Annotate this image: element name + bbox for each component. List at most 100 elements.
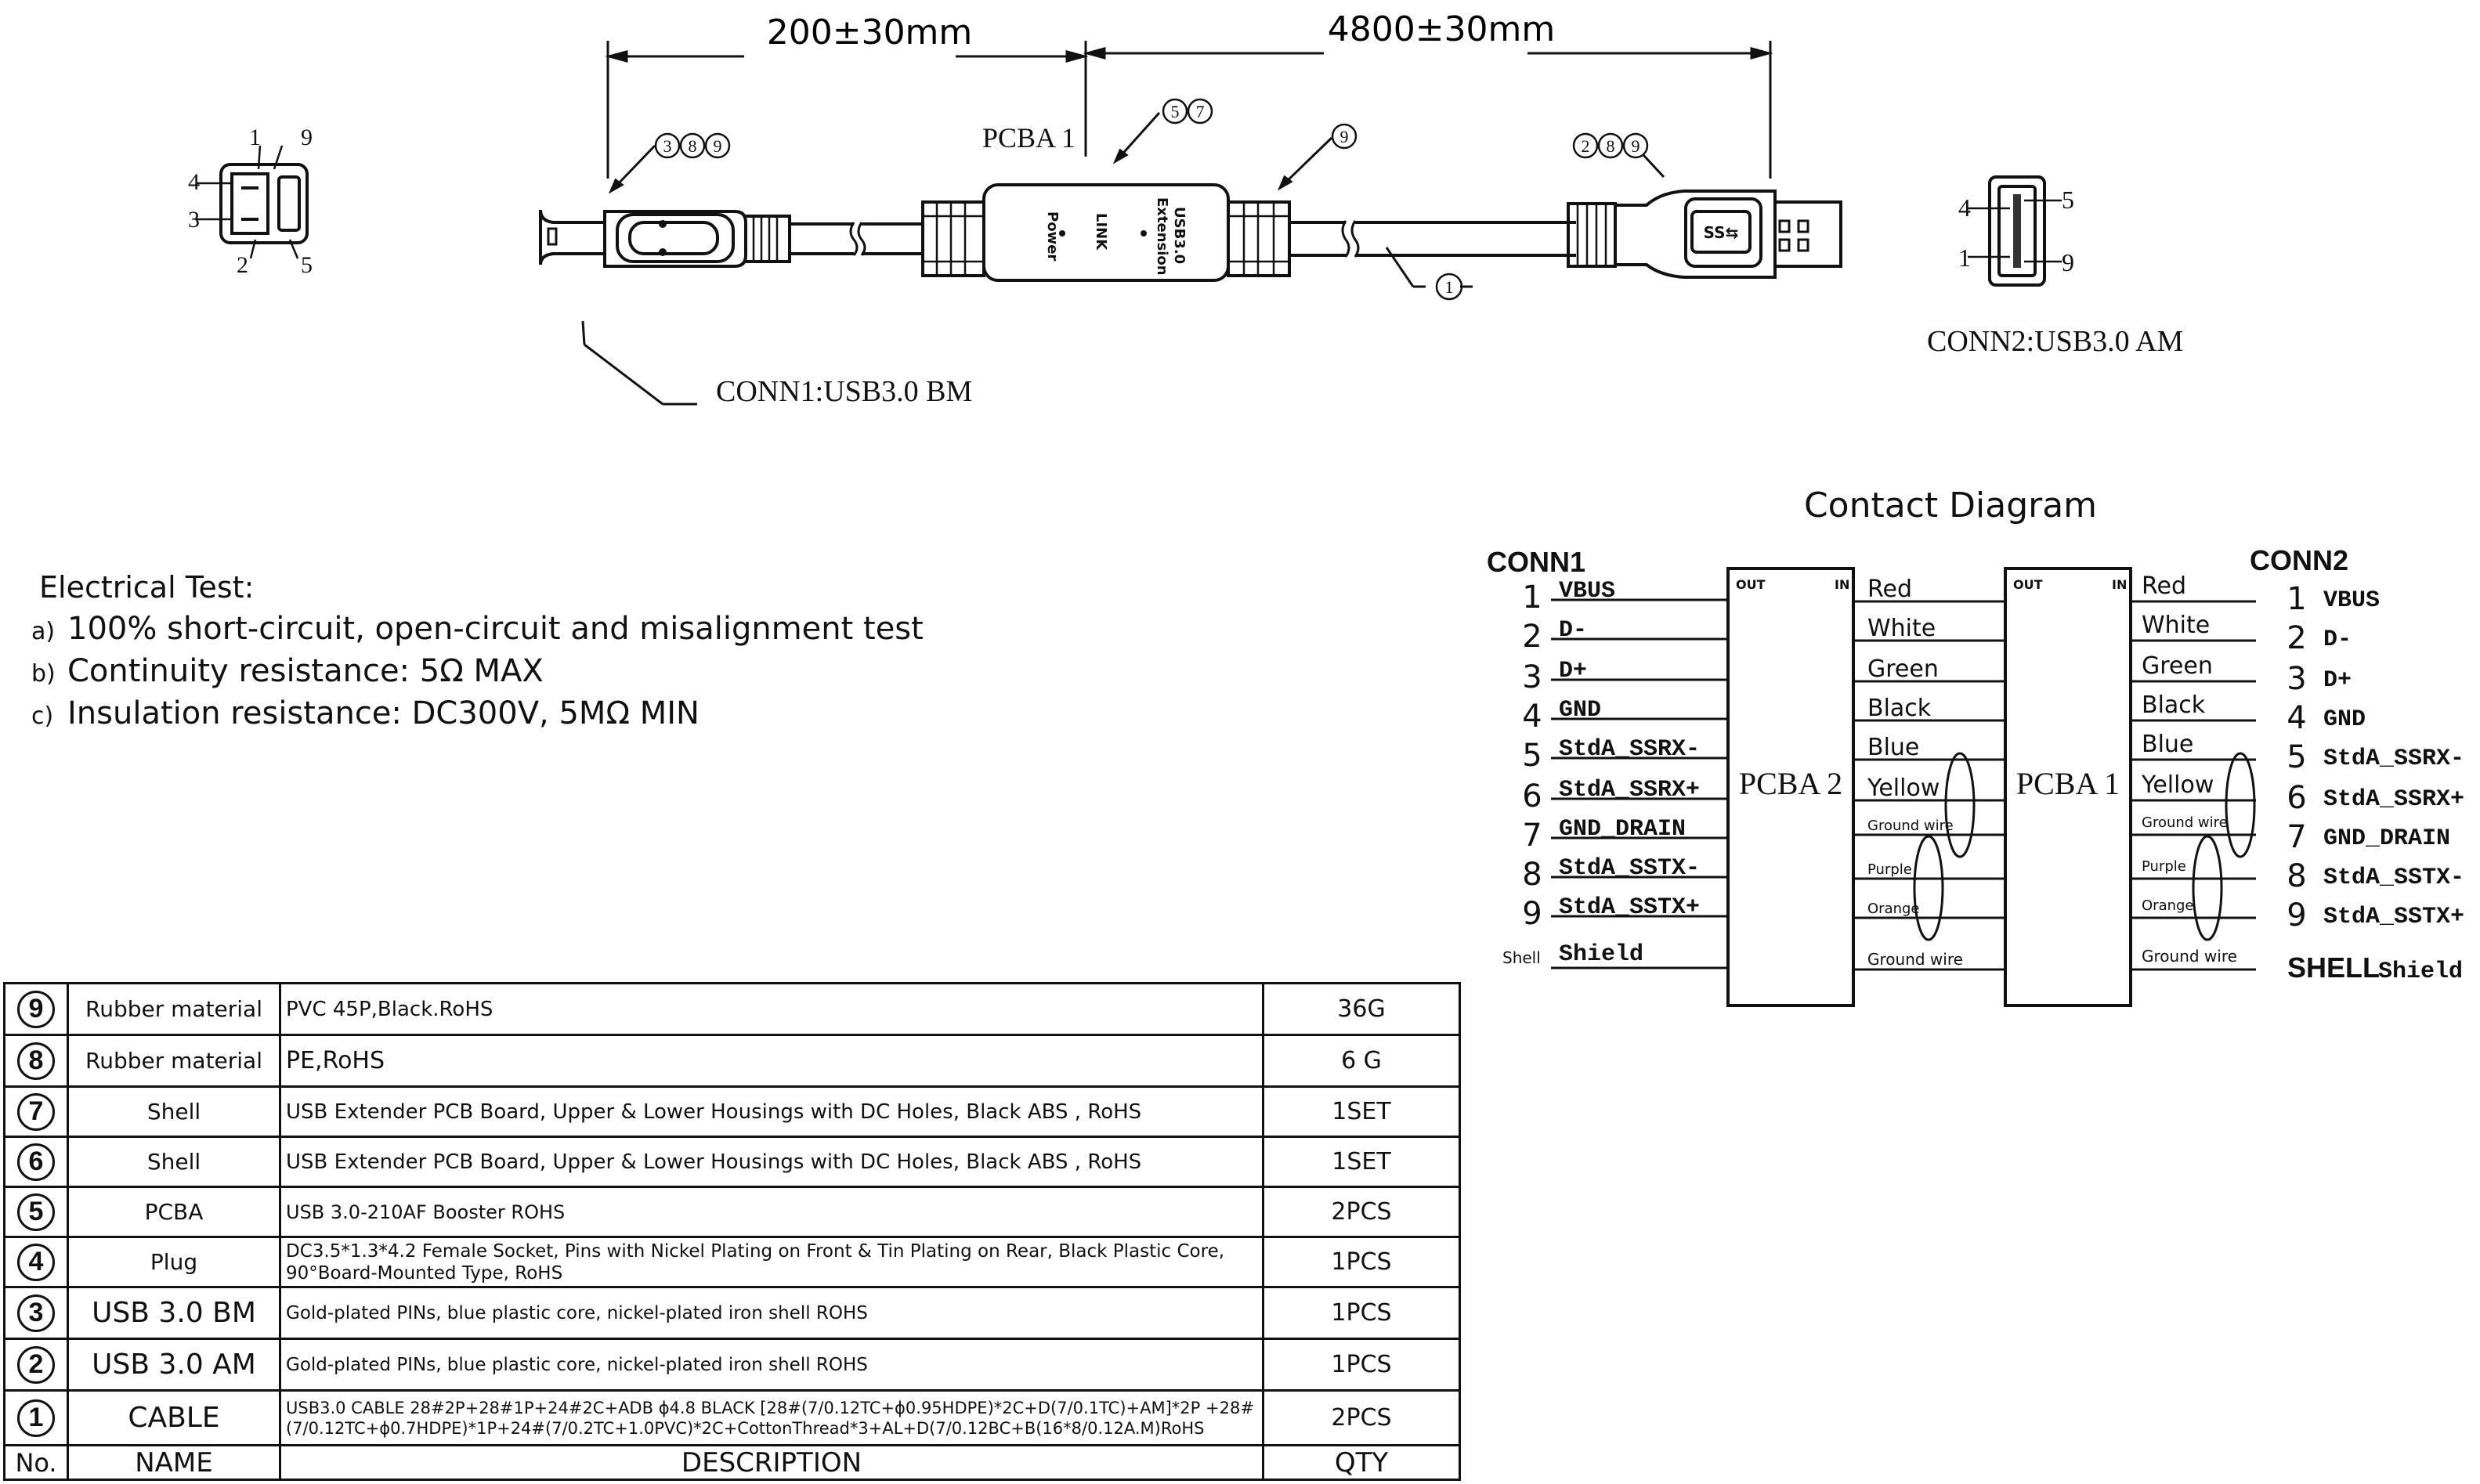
right-pin-number: 7 — [2287, 819, 2306, 855]
bom-no: 3 — [17, 1294, 55, 1332]
left-pin-number: 8 — [1522, 857, 1542, 893]
right-shell-label: SHELL — [2287, 951, 2380, 984]
pcba-box-text-line: Power — [1044, 211, 1061, 261]
bom-no-cell: 1 — [3, 1389, 69, 1446]
wire-color-label: Green — [2142, 652, 2213, 680]
bom-qty: 1PCS — [1262, 1286, 1461, 1340]
bom-qty: 1SET — [1262, 1136, 1461, 1188]
left-pin-number: 4 — [1522, 699, 1542, 735]
bom-description: DC3.5*1.3*4.2 Female Socket, Pins with N… — [279, 1236, 1264, 1288]
bom-no-cell: 2 — [3, 1338, 69, 1392]
callout-number: 8 — [1607, 136, 1615, 156]
bom-name: Rubber material — [67, 982, 281, 1036]
wire-color-label: Ground wire — [2142, 814, 2228, 831]
bom-qty: 2PCS — [1262, 1186, 1461, 1238]
right-pin-name: D- — [2323, 626, 2352, 653]
bm-pin-label: 1 — [249, 125, 261, 150]
pcba-1-label: PCBA 1 — [2016, 766, 2120, 801]
right-pin-name: StdA_SSTX+ — [2323, 904, 2464, 930]
electrical-test-item: b)Continuity resistance: 5Ω MAX — [31, 652, 1050, 694]
callout-number: 9 — [1340, 127, 1349, 146]
conn2-label: CONN2:USB3.0 AM — [1927, 325, 2183, 358]
left-pin-number: 5 — [1522, 738, 1542, 774]
wire-color-label: Red — [1867, 576, 1912, 603]
bom-name: CABLE — [67, 1389, 281, 1446]
bom-description: PE,RoHS — [279, 1034, 1264, 1088]
bm-pin-labels: 1 9 4 3 2 5 — [188, 125, 313, 278]
pcba-2-out-label: OUT — [1736, 577, 1766, 592]
callout-circle — [1331, 123, 1357, 150]
callout-leaders — [581, 111, 1665, 406]
callout-circle — [1622, 132, 1649, 159]
pcba-box-text-line: Extension — [1154, 197, 1170, 276]
bm-pin-label: 9 — [301, 125, 313, 150]
callout-number: 1 — [1445, 277, 1454, 297]
pcba-1-in-label: IN — [2112, 577, 2127, 592]
pcba-box-dot — [1141, 230, 1147, 237]
bom-row: 9 Rubber material PVC 45P,Black.RoHS 36G — [3, 982, 1461, 1036]
bom-no: 6 — [17, 1143, 55, 1181]
left-pin-number: 9 — [1522, 896, 1542, 932]
bom-header-name: NAME — [67, 1444, 281, 1481]
callout-number: 7 — [1196, 102, 1205, 121]
callout-number: 3 — [663, 136, 672, 156]
bom-header-qty: QTY — [1262, 1444, 1461, 1481]
bom-description: Gold-plated PINs, blue plastic core, nic… — [279, 1286, 1264, 1340]
pcba-box-dot — [1059, 230, 1065, 237]
pcba-box-text: USB3.0 Extension LINK Power — [1044, 197, 1188, 276]
right-pin-name: StdA_SSTX- — [2323, 865, 2464, 891]
right-pin-name: GND — [2323, 706, 2366, 733]
wire-color-label: Red — [2142, 572, 2186, 600]
right-pin-number: 3 — [2287, 661, 2306, 697]
am-pin-label: 4 — [1958, 193, 1971, 222]
right-pin-name: VBUS — [2323, 587, 2380, 614]
wire-color-label: Orange — [2142, 897, 2194, 914]
bom-row: 1 CABLE USB3.0 CABLE 28#2P+28#1P+24#2C+A… — [3, 1389, 1461, 1446]
callout-circle — [1435, 273, 1463, 301]
right-pin-number: 9 — [2287, 897, 2306, 933]
callout-circle — [654, 132, 681, 159]
bill-of-materials-table: 9 Rubber material PVC 45P,Black.RoHS 36G… — [3, 982, 1461, 1481]
left-pin-number: 3 — [1522, 659, 1542, 695]
bom-header-no: No. — [3, 1444, 69, 1481]
bom-name: PCBA — [67, 1186, 281, 1238]
bom-no-cell: 4 — [3, 1236, 69, 1288]
test-item-letter: a) — [31, 618, 56, 645]
right-pin-name: StdA_SSRX- — [2323, 746, 2464, 772]
wire-color-label: Yellow — [2141, 771, 2214, 799]
bom-no: 5 — [17, 1193, 55, 1231]
bom-header-row: No. NAME DESCRIPTION QTY — [3, 1444, 1461, 1481]
bm-pin-label: 2 — [237, 252, 248, 278]
bom-row: 3 USB 3.0 BM Gold-plated PINs, blue plas… — [3, 1286, 1461, 1340]
bom-name: Rubber material — [67, 1034, 281, 1088]
callout-circle — [1162, 98, 1188, 125]
right-pin-number: 5 — [2287, 739, 2306, 775]
bom-no-cell: 8 — [3, 1034, 69, 1088]
pair-twist-ovals — [1913, 752, 2256, 941]
bom-row: 8 Rubber material PE,RoHS 6 G — [3, 1034, 1461, 1088]
bom-header-description: DESCRIPTION — [279, 1444, 1264, 1481]
callout-circle — [679, 132, 706, 159]
bom-no-cell: 9 — [3, 982, 69, 1036]
bom-name: USB 3.0 AM — [67, 1338, 281, 1392]
pcba-2-box — [1726, 567, 1855, 1007]
bom-row: 4 Plug DC3.5*1.3*4.2 Female Socket, Pins… — [3, 1236, 1461, 1288]
callout-number: 8 — [689, 136, 697, 156]
wire-color-label: Blue — [1867, 734, 1919, 761]
pcba-boxes — [1726, 567, 2132, 1007]
callout-circle — [704, 132, 731, 159]
bom-name: Plug — [67, 1236, 281, 1288]
right-pin-name: D+ — [2323, 667, 2352, 694]
wire-color-label: Blue — [2142, 731, 2193, 758]
bom-qty: 1SET — [1262, 1085, 1461, 1138]
bom-description: USB Extender PCB Board, Upper & Lower Ho… — [279, 1085, 1264, 1138]
right-pin-number: 2 — [2287, 620, 2306, 656]
wire-color-label: Orange — [1867, 901, 1920, 917]
electrical-test-item: a)100% short-circuit, open-circuit and m… — [31, 609, 1050, 652]
right-pin-number: 8 — [2287, 858, 2306, 894]
cable-side-view — [539, 183, 1842, 282]
electrical-test-item: c)Insulation resistance: DC300V, 5MΩ MIN — [31, 694, 1050, 736]
conn2-header: CONN2 — [2250, 544, 2348, 576]
callout-number: 5 — [1171, 102, 1180, 121]
